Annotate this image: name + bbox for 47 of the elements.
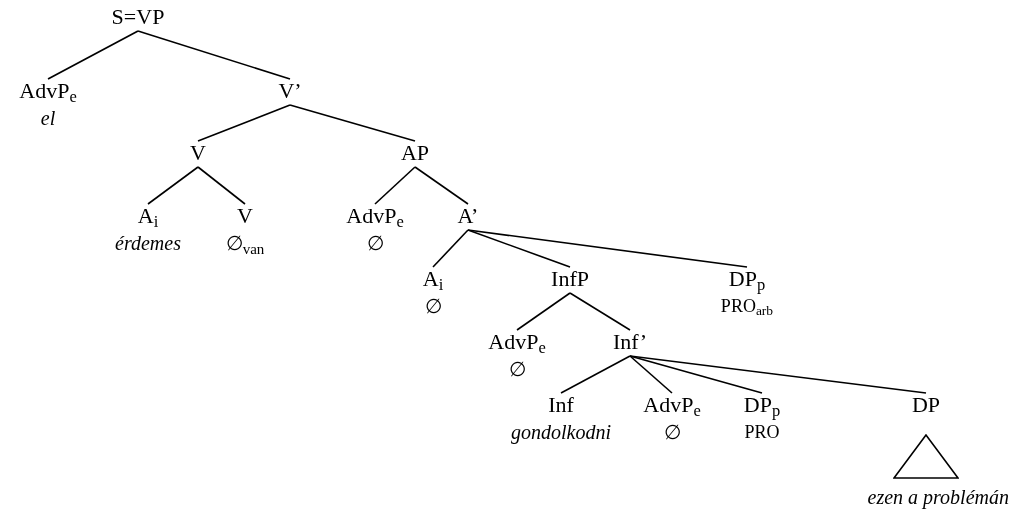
tree-branch	[137, 30, 291, 80]
word-label: el	[40, 106, 56, 130]
word-label: PRO	[744, 421, 780, 444]
category-label: AP	[400, 140, 430, 166]
category-label: AdvP$_{e}$	[488, 329, 546, 355]
tree-branch	[629, 355, 763, 394]
roof-triangle	[893, 434, 959, 479]
category-label: V	[237, 203, 253, 229]
word-label: ∅	[424, 294, 442, 318]
tree-branch	[197, 104, 291, 142]
word-label: ∅$_{van}$	[225, 231, 265, 255]
tree-branch	[467, 229, 748, 268]
tree-branch	[47, 30, 139, 80]
category-label: AdvP$_{e}$	[643, 392, 701, 418]
category-label: A$_{i}$	[422, 266, 444, 292]
word-label: gondolkodni	[511, 420, 611, 444]
category-label: Inf’	[612, 329, 648, 355]
tree-branch	[467, 229, 571, 268]
tree-branch	[374, 166, 416, 205]
tree-branch	[197, 166, 246, 205]
tree-branch	[414, 166, 469, 205]
tree-branch	[147, 166, 199, 205]
word-label: ∅	[366, 231, 384, 255]
tree-branch	[516, 292, 571, 331]
word-label: ∅	[663, 420, 681, 444]
category-label: AdvP$_{e}$	[346, 203, 404, 229]
word-label: PRO$_{arb}$	[720, 295, 774, 318]
tree-branch	[289, 104, 416, 142]
category-label: AdvP$_{e}$	[19, 78, 77, 104]
tree-branch	[432, 229, 469, 268]
tree-branch	[569, 292, 631, 331]
word-label: érdemes	[115, 231, 181, 255]
category-label: A’	[457, 203, 479, 229]
category-label: V’	[278, 78, 302, 104]
category-label: V	[190, 140, 206, 166]
word-label: ∅	[508, 357, 526, 381]
tree-branch	[629, 355, 673, 394]
category-label: Inf	[548, 392, 574, 418]
tree-branch	[629, 355, 927, 394]
category-label: DP$_{p}$	[728, 266, 766, 292]
word-label: ezen a problémán	[867, 485, 1009, 509]
category-label: A$_{i}$	[137, 203, 159, 229]
category-label: S=VP	[111, 4, 165, 30]
category-label: DP	[911, 392, 941, 418]
category-label: DP$_{p}$	[743, 392, 781, 418]
tree-branch	[560, 355, 631, 394]
category-label: InfP	[551, 266, 589, 292]
